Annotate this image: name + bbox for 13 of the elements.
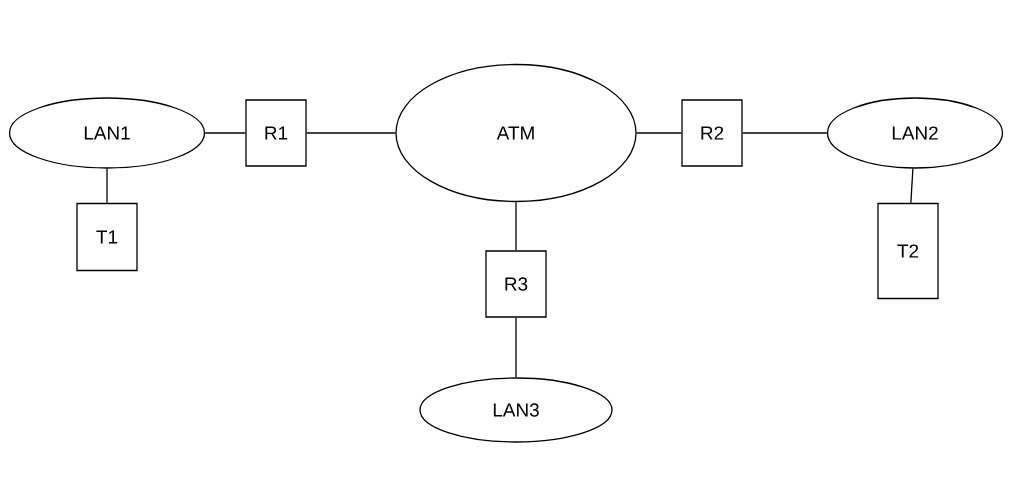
connector-line [515, 317, 517, 378]
device-box: T1 [76, 202, 138, 272]
device-box: R2 [681, 99, 743, 167]
connector-line [306, 132, 396, 134]
connector-line [204, 132, 246, 134]
connector-line [636, 132, 682, 134]
device-box: T2 [877, 202, 939, 300]
connector-line [106, 168, 108, 204]
connector-line [515, 201, 517, 251]
connector-line [742, 132, 828, 134]
device-box: R1 [245, 99, 307, 167]
device-box: R3 [485, 250, 547, 318]
connector-line [910, 168, 914, 204]
